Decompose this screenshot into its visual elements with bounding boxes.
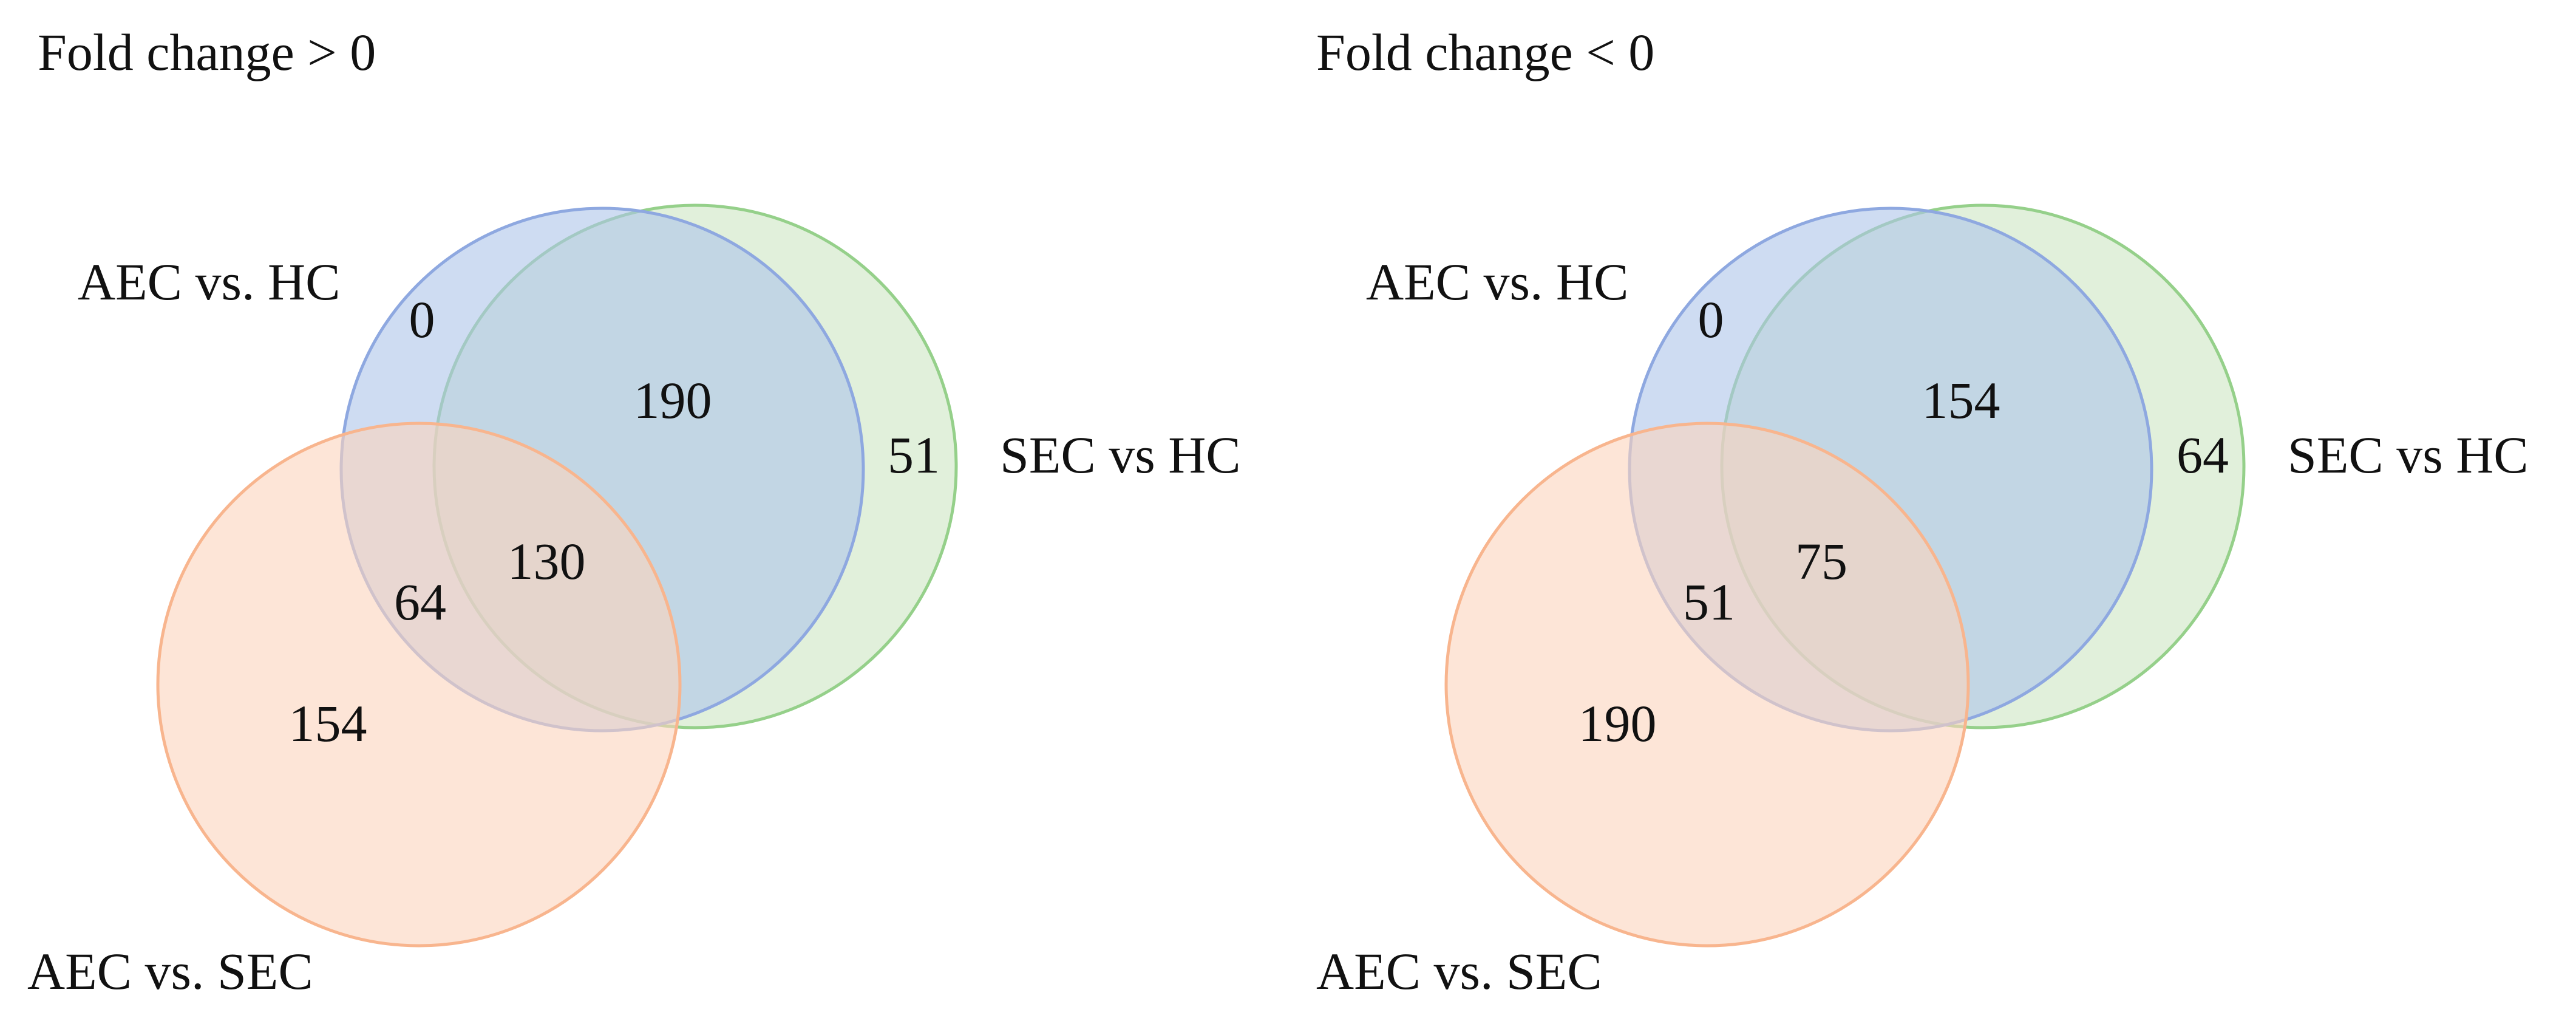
region-count-all-three: 130 xyxy=(508,532,586,590)
venn-circle-aec-vs-sec xyxy=(1444,422,1970,948)
region-count-aec-vs-sec-only: 154 xyxy=(289,694,367,753)
region-count-sec-vs-hc-only: 64 xyxy=(2177,426,2229,484)
venn-panel-down: Fold change < 0 AEC vs. HC SEC vs HC AEC… xyxy=(1316,23,2529,1000)
region-count-aec-vs-hc-only: 0 xyxy=(409,290,435,349)
set-label-aec-vs-hc: AEC vs. HC xyxy=(1366,253,1628,311)
region-count-all-three: 75 xyxy=(1795,532,1847,590)
region-count-aec-hc-sec-hc: 154 xyxy=(1922,371,2000,429)
region-count-aec-hc-sec-hc: 190 xyxy=(634,371,712,429)
region-count-aec-hc-aec-sec: 64 xyxy=(394,573,446,631)
venn-circle-aec-vs-sec xyxy=(156,422,682,948)
region-count-aec-vs-sec-only: 190 xyxy=(1579,694,1657,753)
region-count-sec-vs-hc-only: 51 xyxy=(888,426,940,484)
set-label-aec-vs-hc: AEC vs. HC xyxy=(78,253,340,311)
panel-title: Fold change < 0 xyxy=(1316,23,1654,81)
set-label-aec-vs-sec: AEC vs. SEC xyxy=(27,942,313,1000)
set-label-aec-vs-sec: AEC vs. SEC xyxy=(1316,942,1602,1000)
venn-panel-up: Fold change > 0 AEC vs. HC SEC vs HC AEC… xyxy=(27,23,1241,1000)
set-label-sec-vs-hc: SEC vs HC xyxy=(2288,426,2529,484)
region-count-aec-hc-aec-sec: 51 xyxy=(1683,573,1735,631)
panel-title: Fold change > 0 xyxy=(38,23,376,81)
region-count-aec-vs-hc-only: 0 xyxy=(1698,290,1724,349)
set-label-sec-vs-hc: SEC vs HC xyxy=(1000,426,1241,484)
